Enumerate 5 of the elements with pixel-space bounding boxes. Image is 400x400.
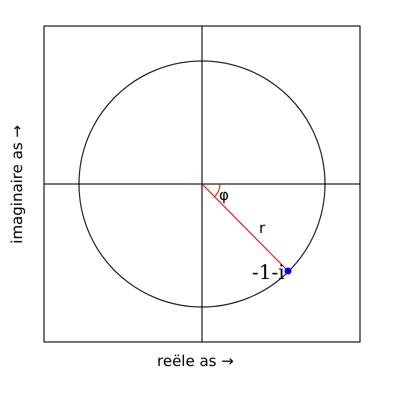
radius-label: r xyxy=(259,221,266,236)
point-label: -1-i xyxy=(252,262,285,282)
axis-title: imaginaire as → xyxy=(10,124,25,244)
angle-label: φ xyxy=(219,188,229,203)
axis-title: reële as → xyxy=(157,354,234,369)
